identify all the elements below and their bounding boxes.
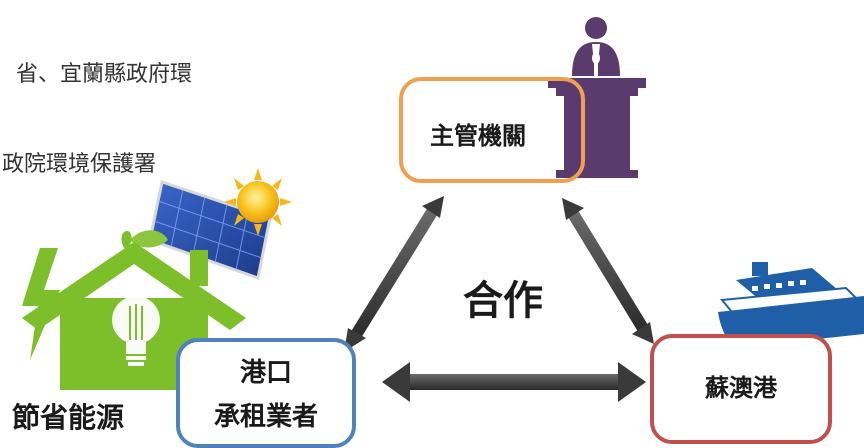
authority-node: [399, 77, 585, 183]
lessee-label-line2: 承租業者: [213, 402, 318, 432]
lightning-icon: [22, 248, 60, 360]
sun-icon: [224, 168, 292, 236]
diagram-canvas: [22, 17, 864, 402]
lessee-label-line1: 港口: [239, 358, 292, 388]
note-line-2: 政院環境保護署: [2, 152, 157, 177]
double-arrow-horizontal: [382, 362, 646, 402]
note-line-1: 省、宜蘭縣政府環: [16, 62, 193, 87]
lessee-node: [176, 338, 356, 448]
double-arrow-left-diagonal: [344, 196, 444, 352]
port-label: 蘇澳港: [705, 374, 777, 402]
note-text-block: 省、宜蘭縣政府環 政院環境保護署: [0, 0, 192, 210]
energy-saving-label: 節省能源: [12, 401, 125, 434]
double-arrow-right-diagonal: [562, 198, 654, 344]
authority-label: 主管機關: [430, 122, 526, 150]
solar-panel-icon: [148, 180, 272, 280]
light-bulb-icon: [112, 296, 160, 366]
cooperation-label: 合作: [463, 278, 543, 324]
port-node: [650, 334, 832, 444]
